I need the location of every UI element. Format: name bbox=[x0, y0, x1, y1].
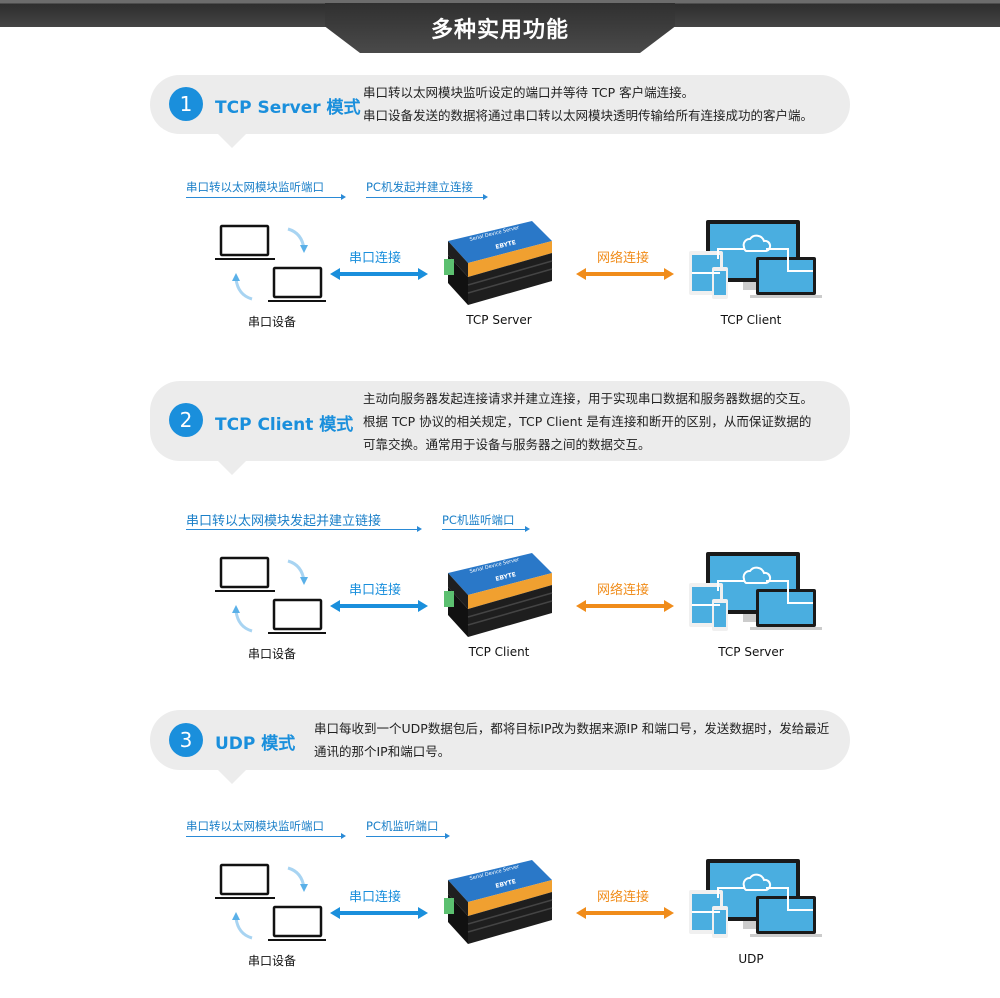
mode-2-diagram: 串口连接 Serial Device Server EBYTE 网络连接 串口设… bbox=[0, 547, 1000, 687]
mode-3-caption-serial-device: 串口设备 bbox=[247, 954, 296, 968]
header-title-tab-edge bbox=[325, 0, 675, 3]
mode-2-flow-left-arrow bbox=[186, 526, 422, 532]
network-link-arrow-icon bbox=[576, 907, 674, 919]
mode-2-flow-left-label: 串口转以太网模块发起并建立链接 bbox=[186, 514, 382, 529]
header-title-tab bbox=[325, 0, 675, 53]
mode-1-caption-serial-device: 串口设备 bbox=[247, 315, 296, 329]
mode-2-bubble bbox=[150, 381, 850, 461]
mode-3-title: UDP 模式 bbox=[215, 734, 296, 754]
mode-3-bubble-tail bbox=[218, 770, 246, 784]
mode-1-desc-line-2: 串口设备发送的数据将通过串口转以太网模块透明传输给所有连接成功的客户端。 bbox=[363, 108, 814, 123]
mode-1-flow-left-label: 串口转以太网模块监听端口 bbox=[186, 180, 324, 194]
mode-2-caption-module: TCP Client bbox=[468, 645, 530, 659]
mode-1-caption-remote: TCP Client bbox=[720, 313, 782, 327]
laptop-pair-icon bbox=[215, 556, 326, 634]
mode-2-bubble-tail bbox=[218, 461, 246, 475]
serial-device-server-icon: Serial Device Server EBYTE bbox=[444, 553, 553, 637]
mode-2-number-badge: 2 bbox=[169, 403, 203, 437]
mode-1-network-link-label: 网络连接 bbox=[597, 251, 650, 266]
mode-2-caption-remote: TCP Server bbox=[718, 645, 784, 659]
mode-2-serial-link-label: 串口连接 bbox=[349, 583, 402, 598]
mode-3-bubble bbox=[150, 710, 850, 770]
network-link-arrow-icon bbox=[576, 600, 674, 612]
svg-text:EBYTE: EBYTE bbox=[495, 878, 517, 890]
mode-1-number-badge: 1 bbox=[169, 87, 203, 121]
mode-1-bubble bbox=[150, 75, 850, 134]
mode-2-desc-line-2: 根据 TCP 协议的相关规定，TCP Client 是有连接和断开的区别，从而保… bbox=[363, 414, 812, 429]
mode-3-serial-link-label: 串口连接 bbox=[349, 890, 402, 905]
mode-3-desc-line-1: 串口每收到一个UDP数据包后，都将目标IP改为数据来源IP 和端口号，发送数据时… bbox=[314, 721, 830, 736]
mode-2-caption-serial-device: 串口设备 bbox=[247, 647, 296, 661]
mode-2-network-link-label: 网络连接 bbox=[597, 583, 650, 598]
network-link-arrow-icon bbox=[576, 268, 674, 280]
mode-1-flow-left-arrow bbox=[186, 194, 346, 200]
mode-3-caption-remote: UDP bbox=[738, 952, 764, 966]
mode-2-desc-line-1: 主动向服务器发起连接请求并建立连接，用于实现串口数据和服务器数据的交互。 bbox=[363, 391, 814, 406]
laptop-pair-icon bbox=[215, 224, 326, 302]
svg-text:EBYTE: EBYTE bbox=[495, 571, 517, 583]
mode-2-flow-right-label: PC机监听端口 bbox=[442, 513, 515, 527]
serial-device-server-icon: Serial Device Server EBYTE bbox=[444, 860, 553, 944]
mode-1-bubble-tail bbox=[218, 134, 246, 148]
serial-device-server-icon: Serial Device Server EBYTE bbox=[444, 221, 553, 305]
mode-1-flow-right-arrow bbox=[366, 194, 488, 200]
mode-1-flow-right-label: PC机发起并建立连接 bbox=[366, 180, 473, 194]
serial-link-arrow-icon bbox=[330, 600, 428, 612]
mode-3-desc-line-2: 通讯的那个IP和端口号。 bbox=[314, 744, 451, 759]
mode-1-caption-module: TCP Server bbox=[466, 313, 532, 327]
mode-3-flow-right-arrow bbox=[366, 833, 450, 839]
mode-2-flow-right-arrow bbox=[442, 526, 530, 532]
svg-text:EBYTE: EBYTE bbox=[495, 239, 517, 251]
multi-device-cloud-icon bbox=[689, 552, 822, 631]
mode-2-title: TCP Client 模式 bbox=[215, 415, 354, 435]
mode-2-desc-line-3: 可靠交换。通常用于设备与服务器之间的数据交互。 bbox=[363, 437, 651, 452]
mode-2-description: 主动向服务器发起连接请求并建立连接，用于实现串口数据和服务器数据的交互。 根据 … bbox=[363, 387, 813, 456]
mode-1-desc-line-1: 串口转以太网模块监听设定的端口并等待 TCP 客户端连接。 bbox=[363, 85, 695, 100]
laptop-pair-icon bbox=[215, 863, 326, 941]
mode-1-serial-link-label: 串口连接 bbox=[349, 251, 402, 266]
mode-3-description: 串口每收到一个UDP数据包后，都将目标IP改为数据来源IP 和端口号，发送数据时… bbox=[314, 717, 829, 763]
multi-device-cloud-icon bbox=[689, 220, 822, 299]
mode-1-description: 串口转以太网模块监听设定的端口并等待 TCP 客户端连接。 串口设备发送的数据将… bbox=[363, 81, 813, 127]
mode-3-network-link-label: 网络连接 bbox=[597, 890, 650, 905]
mode-1-title: TCP Server 模式 bbox=[215, 98, 361, 118]
mode-3-flow-left-label: 串口转以太网模块监听端口 bbox=[186, 819, 324, 833]
mode-3-flow-left-arrow bbox=[186, 833, 346, 839]
mode-3-diagram: 串口连接 Serial Device Server EBYTE 网络连接 串口设… bbox=[0, 854, 1000, 994]
mode-1-diagram: 串口连接 Serial Device Server EBYTE 网络连接 串口设… bbox=[0, 215, 1000, 355]
page-title: 多种实用功能 bbox=[430, 18, 569, 43]
multi-device-cloud-icon bbox=[689, 859, 822, 938]
mode-3-flow-right-label: PC机监听端口 bbox=[366, 819, 439, 833]
serial-link-arrow-icon bbox=[330, 268, 428, 280]
serial-link-arrow-icon bbox=[330, 907, 428, 919]
mode-3-number-badge: 3 bbox=[169, 723, 203, 757]
